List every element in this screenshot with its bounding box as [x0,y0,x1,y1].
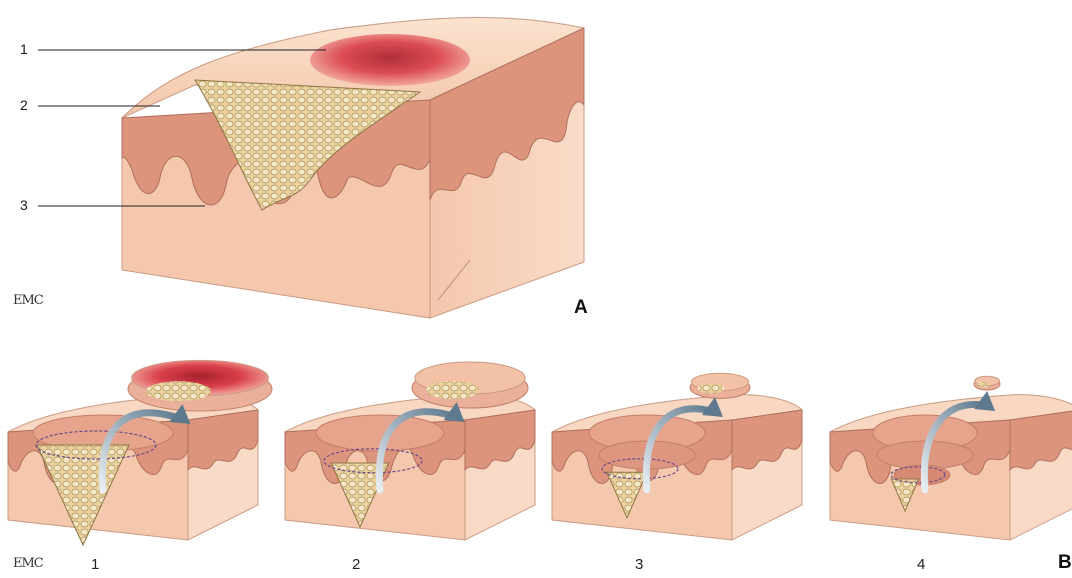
panel-letter-a: A [574,297,588,319]
step-label-2: 2 [352,556,360,573]
step-block-3 [552,395,802,540]
panel-letter-b: B [1058,552,1072,574]
callout-label-2: 2 [20,97,28,113]
step-1-flap-tumor [146,381,211,401]
emc-logo-a: EMC [13,293,43,308]
emc-logo-b: EMC [13,556,43,571]
callout-label-1: 1 [20,41,28,57]
step-3-flap-tumor [698,384,725,394]
callout-label-3: 3 [20,197,28,213]
step-label-4: 4 [917,556,925,573]
step-label-1: 1 [91,556,99,573]
step-label-3: 3 [635,556,643,573]
step-2-flap-tumor [427,381,479,399]
skin-lesion [310,34,470,86]
mohs-steps [8,360,1072,545]
step-block-4 [830,395,1072,540]
step-4-flap-tumor [977,382,989,387]
skin-block-a [122,17,584,318]
